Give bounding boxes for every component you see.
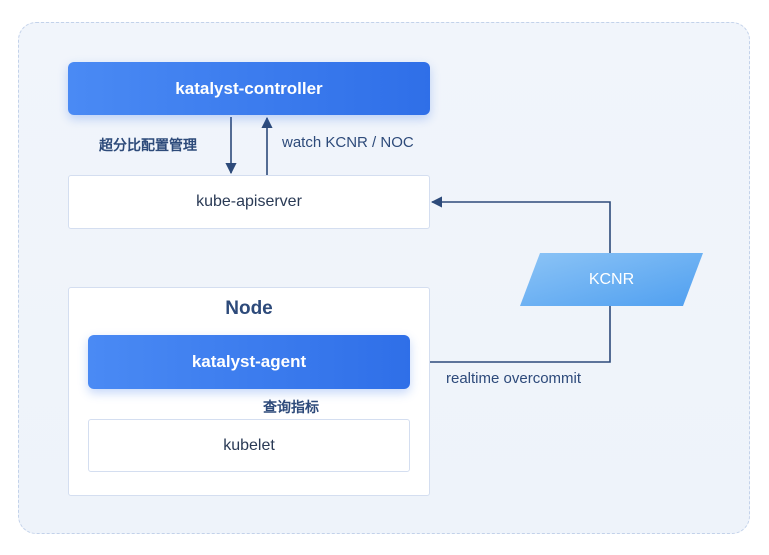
edge-label-watch: watch KCNR / NOC (282, 134, 414, 151)
katalyst-agent-box: katalyst-agent (88, 335, 410, 389)
kubelet-box: kubelet (88, 419, 410, 472)
kcnr-label: KCNR (588, 270, 635, 288)
kube-apiserver-label: kube-apiserver (196, 193, 302, 210)
kube-apiserver-box: kube-apiserver (68, 175, 430, 229)
katalyst-agent-label: katalyst-agent (191, 352, 307, 371)
node-title: Node (225, 298, 273, 319)
edge-label-query-metrics: 查询指标 (263, 399, 319, 415)
edge-label-overcommit-config: 超分比配置管理 (99, 137, 197, 153)
edge-label-realtime-overcommit: realtime overcommit (446, 370, 582, 387)
kcnr-shape (520, 253, 703, 306)
arrow-kcnr-to-apiserver (430, 196, 611, 253)
kubelet-label: kubelet (223, 436, 275, 454)
katalyst-controller-box: katalyst-controller (68, 62, 430, 115)
line-agent-to-kcnr (411, 306, 611, 363)
katalyst-controller-label: katalyst-controller (175, 78, 323, 98)
